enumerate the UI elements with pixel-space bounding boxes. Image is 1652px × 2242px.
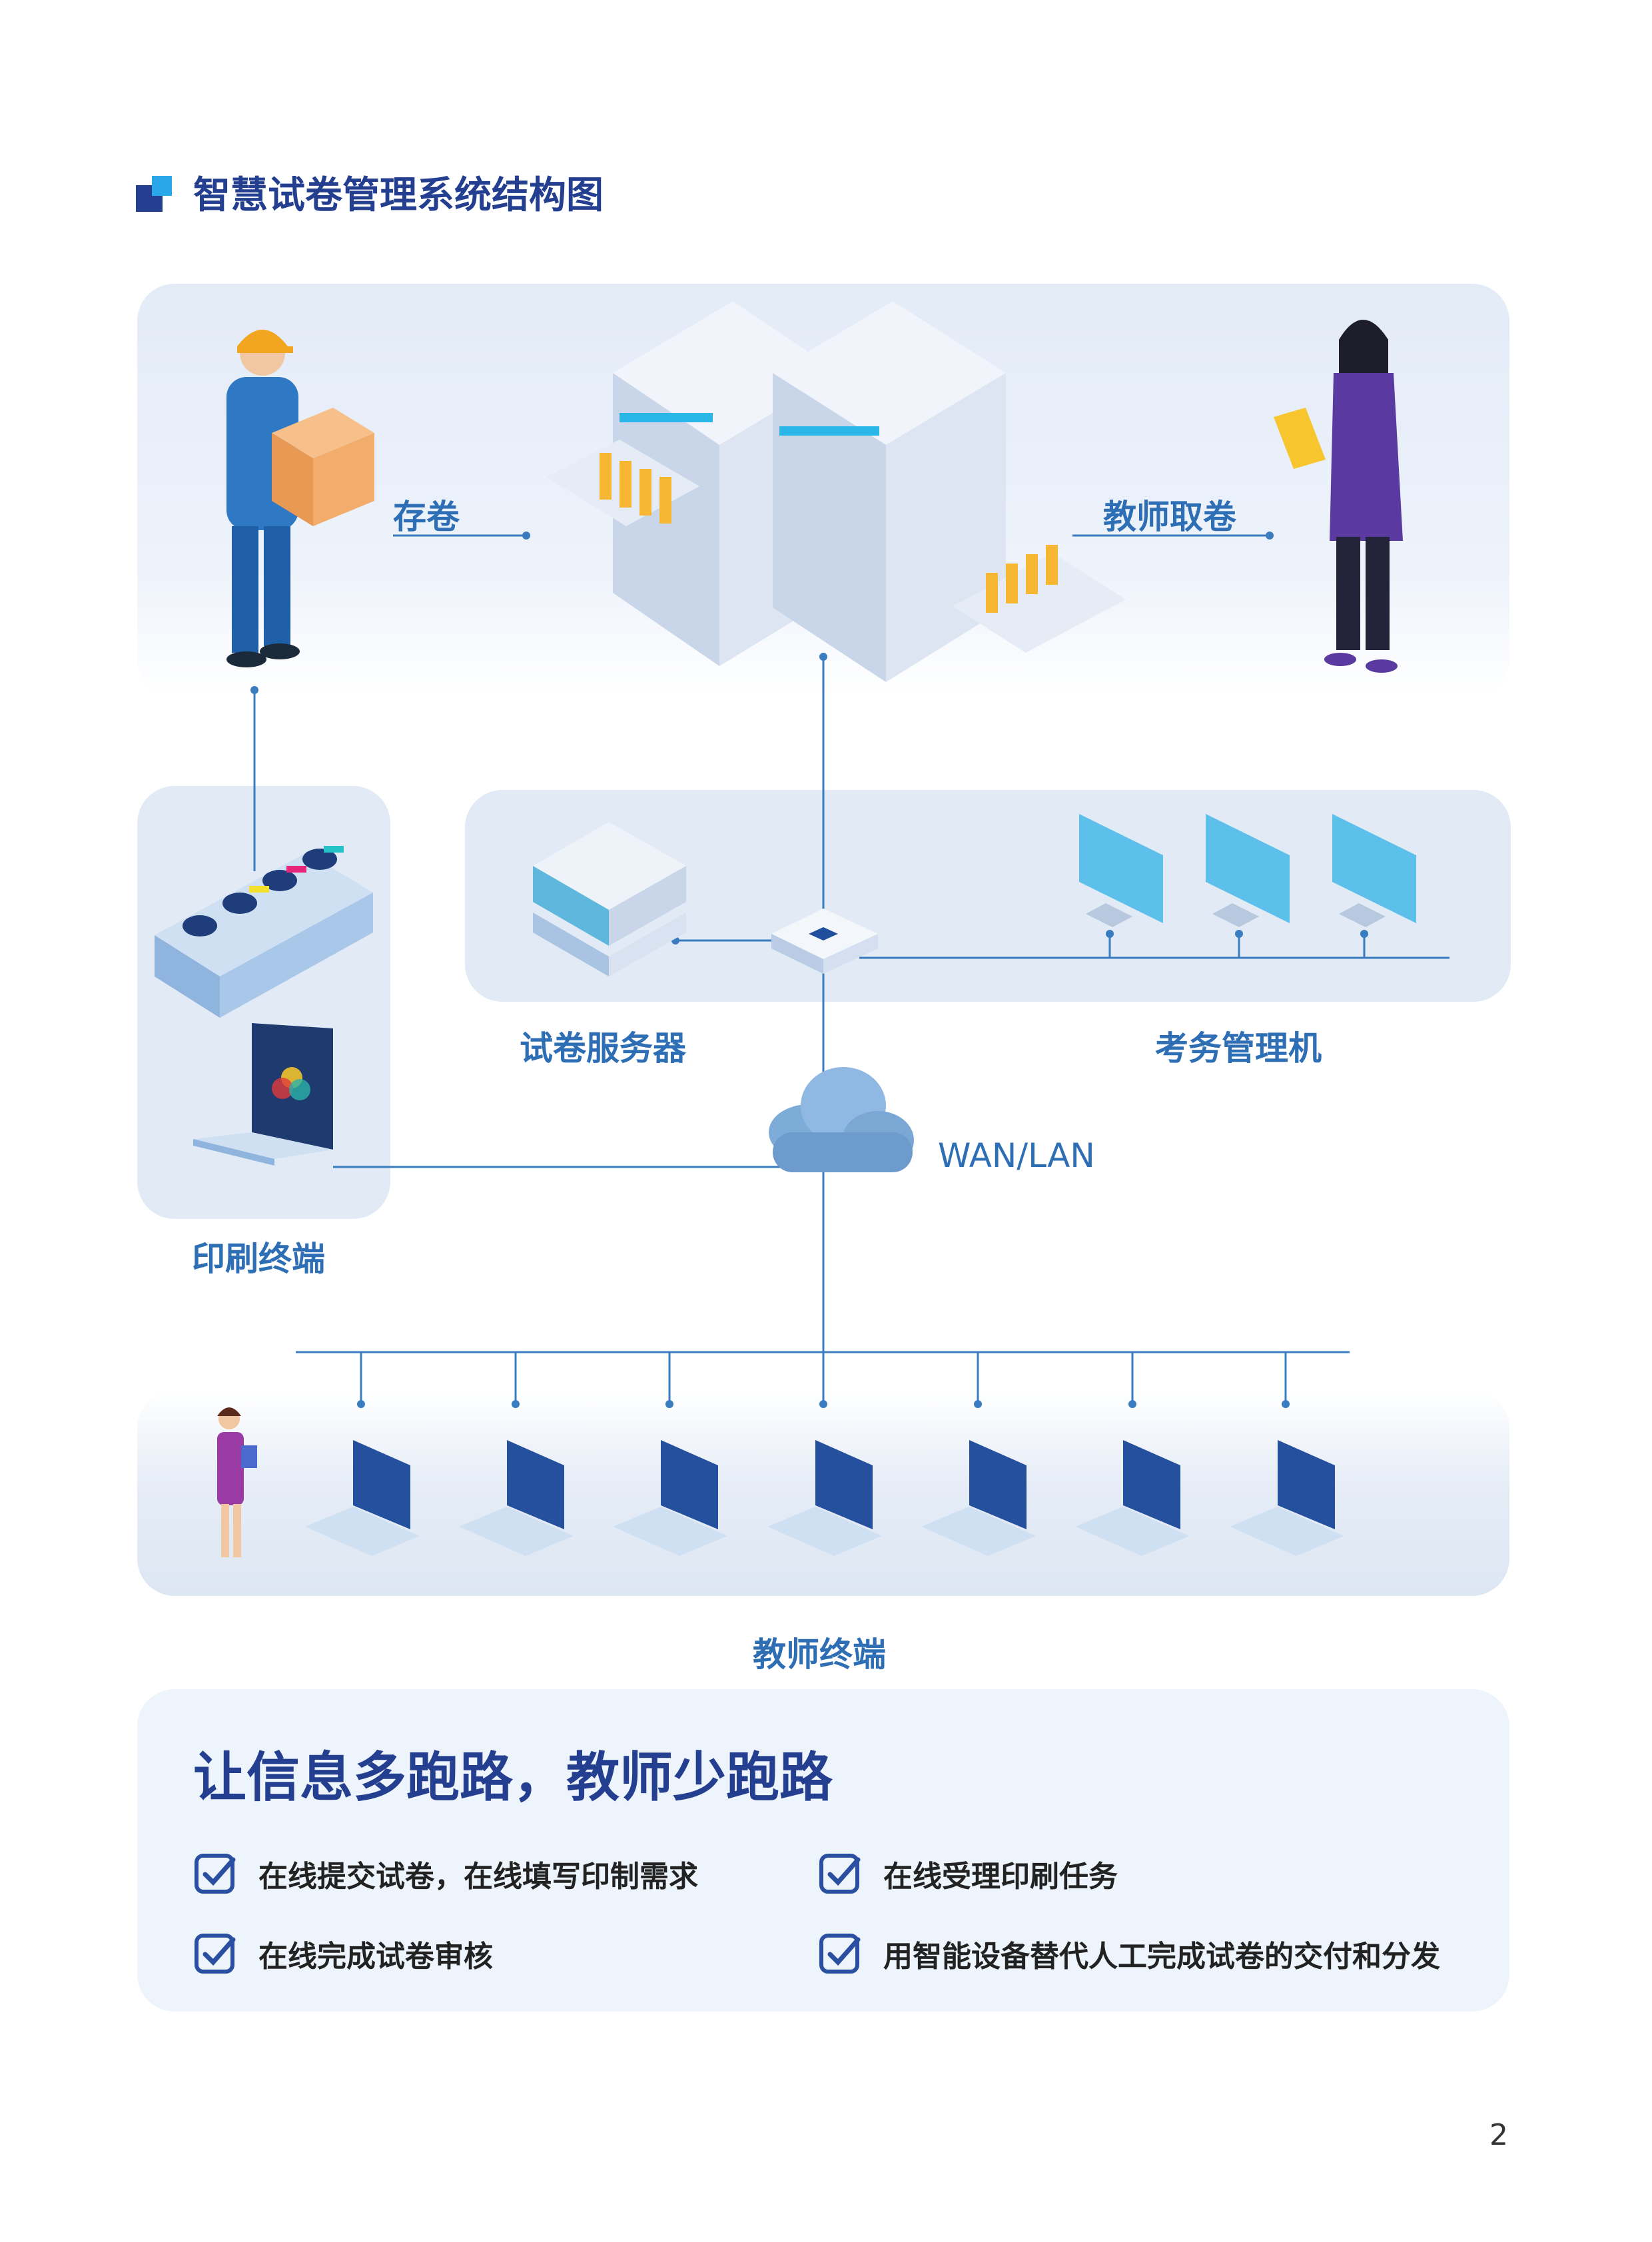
label-exam-admin: 考务管理机 bbox=[1155, 1029, 1322, 1068]
label-print-terminal: 印刷终端 bbox=[192, 1240, 325, 1278]
teacher-woman-icon bbox=[1274, 320, 1403, 673]
list-item-text: 用智能设备替代人工完成试卷的交付和分发 bbox=[883, 1940, 1440, 1974]
network-diagram bbox=[155, 301, 1449, 1557]
cloud-network-icon bbox=[769, 1067, 914, 1172]
printer-icon bbox=[155, 846, 373, 1018]
label-network: WAN/LAN bbox=[938, 1136, 1095, 1175]
print-laptop-icon bbox=[193, 1023, 333, 1166]
list-item-text: 在线提交试卷，在线填写印制需求 bbox=[258, 1860, 698, 1894]
paper-server-icon bbox=[533, 822, 686, 976]
exam-admin-monitors-icon bbox=[1079, 814, 1416, 927]
teacher-small-icon bbox=[217, 1407, 257, 1557]
check-icon bbox=[195, 1854, 236, 1894]
list-item-text: 在线受理印刷任务 bbox=[883, 1860, 1118, 1894]
list-item: 在线提交试卷，在线填写印制需求 bbox=[193, 1850, 698, 1897]
info-title: 让信息多跑路，教师少跑路 bbox=[193, 1746, 833, 1808]
list-item-text: 在线完成试卷审核 bbox=[258, 1940, 493, 1974]
storage-cabinet-icon bbox=[546, 301, 1126, 682]
title-square-icon bbox=[136, 176, 173, 213]
worker-icon bbox=[226, 330, 374, 667]
page-title: 智慧试卷管理系统结构图 bbox=[193, 174, 604, 217]
label-store: 存卷 bbox=[393, 498, 460, 536]
label-paper-server: 试卷服务器 bbox=[520, 1029, 686, 1068]
page-number: 2 bbox=[1489, 2118, 1508, 2152]
list-item: 在线受理印刷任务 bbox=[818, 1850, 1118, 1897]
teacher-laptops-icon bbox=[305, 1440, 1344, 1556]
label-teacher-terminal: 教师终端 bbox=[753, 1635, 886, 1674]
label-teacher-take: 教师取卷 bbox=[1103, 498, 1236, 536]
list-item: 在线完成试卷审核 bbox=[193, 1930, 493, 1977]
check-icon bbox=[819, 1934, 861, 1974]
check-icon bbox=[819, 1854, 861, 1894]
check-icon bbox=[195, 1934, 236, 1974]
network-switch-icon bbox=[771, 909, 878, 974]
list-item: 用智能设备替代人工完成试卷的交付和分发 bbox=[818, 1930, 1440, 1977]
